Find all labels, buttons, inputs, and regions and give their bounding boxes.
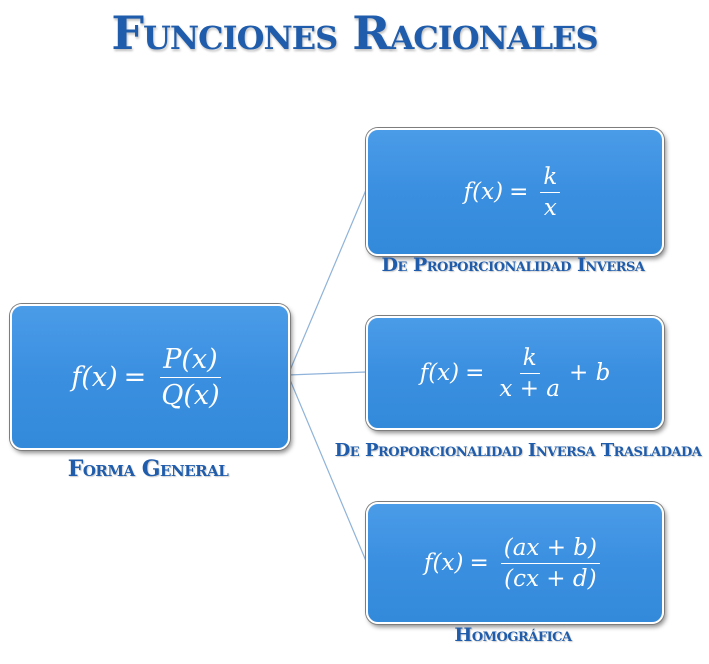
- formula-equals: =: [123, 361, 147, 393]
- general-form-label: Forma General: [67, 456, 229, 482]
- formula-lhs: f(x): [71, 361, 118, 393]
- formula-equals: =: [509, 179, 529, 205]
- formula-equals: =: [465, 360, 485, 386]
- formula-numerator: P(x): [160, 344, 221, 378]
- formula-numerator: k: [540, 164, 561, 193]
- formula-denominator: x: [543, 194, 557, 221]
- formula-denominator: (cx + d): [504, 565, 597, 592]
- diagram-title: Funciones Racionales: [111, 6, 598, 60]
- formula-numerator: k: [519, 345, 540, 374]
- formula-denominator: Q(x): [161, 379, 220, 411]
- formula-equals: =: [469, 550, 489, 576]
- formula-denominator: x + a: [499, 375, 560, 402]
- inversa-label: De Proporcionalidad Inversa: [381, 254, 645, 276]
- connector-to-trasladada: [287, 371, 367, 376]
- general-formula: f(x) = P(x) Q(x): [71, 344, 228, 411]
- inversa-box: f(x) = k x: [366, 128, 664, 256]
- general-form-box: f(x) = P(x) Q(x): [10, 304, 290, 450]
- formula-numerator: (ax + b): [500, 535, 600, 564]
- formula-fraction: k x + a: [496, 345, 563, 402]
- formula-lhs: f(x): [463, 179, 504, 205]
- formula-fraction: (ax + b) (cx + d): [500, 535, 600, 592]
- connector-to-inversa: [287, 189, 367, 376]
- formula-lhs: f(x): [419, 360, 460, 386]
- homografica-box: f(x) = (ax + b) (cx + d): [366, 502, 664, 624]
- formula-tail: + b: [568, 360, 611, 386]
- trasladada-label: De Proporcionalidad Inversa Trasladada: [334, 440, 702, 461]
- formula-lhs: f(x): [424, 550, 464, 576]
- trasladada-formula: f(x) = k x + a + b: [420, 345, 611, 402]
- inversa-formula: f(x) = k x: [464, 164, 567, 221]
- homografica-label: Homográfica: [454, 624, 572, 646]
- homografica-formula: f(x) = (ax + b) (cx + d): [424, 535, 606, 592]
- formula-fraction: k x: [540, 164, 561, 221]
- trasladada-box: f(x) = k x + a + b: [366, 316, 664, 430]
- connector-to-homografica: [287, 374, 367, 562]
- formula-fraction: P(x) Q(x): [158, 344, 222, 411]
